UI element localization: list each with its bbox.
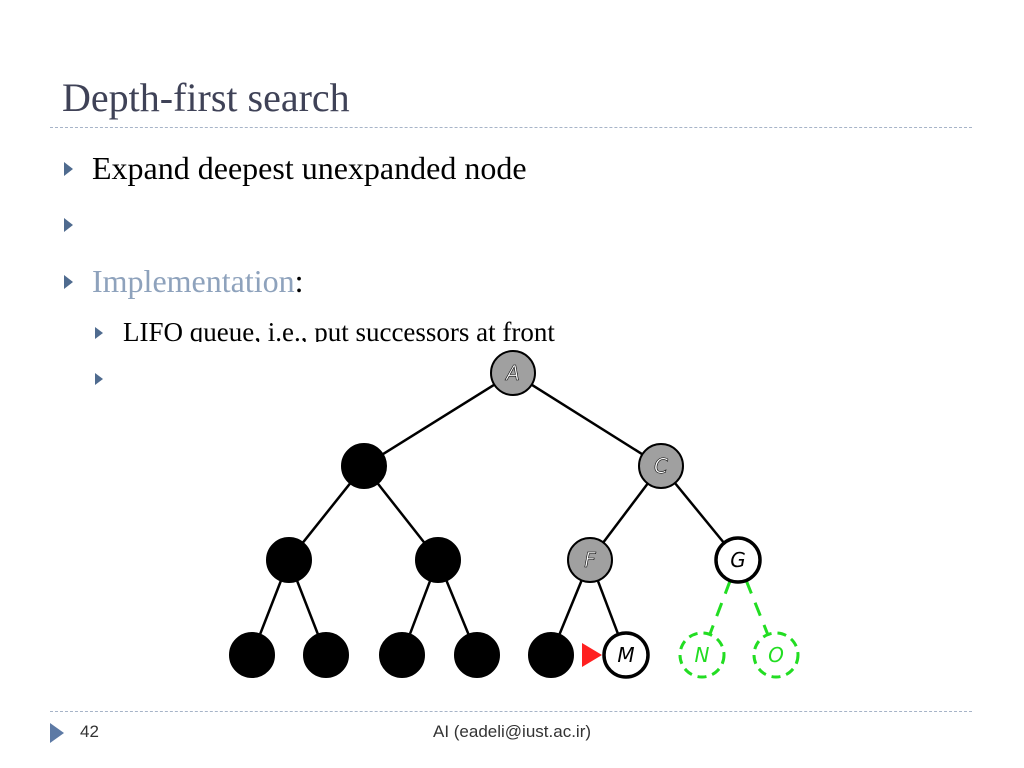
bullet-arrow-icon — [64, 275, 73, 289]
tree-node-label-A: A — [504, 361, 520, 385]
tree-node-H — [229, 632, 275, 678]
tree-cover-strip — [120, 342, 860, 352]
tree-edge-D-I — [295, 580, 320, 635]
tree-node-label-C: C — [654, 454, 668, 478]
tree-node-M — [602, 631, 650, 679]
current-node-pointer-icon — [582, 643, 602, 667]
tree-node-label-M: M — [617, 643, 634, 667]
tree-node-label-G: G — [730, 548, 746, 572]
title-divider — [50, 127, 972, 128]
footer-arrow-icon — [50, 723, 64, 743]
tree-node-D — [266, 537, 312, 583]
tree-node-E — [415, 537, 461, 583]
tree-node-F — [567, 537, 613, 583]
tree-edge-G-N — [708, 580, 732, 635]
tree-node-O — [752, 631, 800, 679]
tree-node-I — [303, 632, 349, 678]
tree-node-N — [678, 631, 726, 679]
sub-bullet-arrow-icon — [95, 373, 103, 385]
footer-text: AI (eadeli@iust.ac.ir) — [432, 722, 592, 741]
tree-node-K — [454, 632, 500, 678]
tree-node-label-F: F — [584, 548, 596, 572]
tree-node-label-N: N — [695, 643, 710, 667]
tree-edge-D-H — [258, 580, 283, 635]
tree-edge-A-C — [530, 383, 644, 456]
page-number: 42 — [80, 722, 99, 741]
bullet-implementation: Implementation: — [92, 261, 304, 301]
bullet-expand-deepest: Expand deepest unexpanded node — [92, 150, 527, 186]
tree-edge-C-G — [673, 482, 726, 544]
tree-node-label-O: O — [768, 643, 784, 667]
implementation-link[interactable]: Implementation — [92, 263, 295, 299]
footer-divider — [50, 711, 972, 712]
tree-edge-A-B — [382, 383, 495, 456]
tree-edge-B-E — [376, 482, 426, 544]
tree-node-B — [341, 443, 387, 489]
tree-node-J — [379, 632, 425, 678]
slide-title: Depth-first search — [62, 75, 350, 120]
tree-edge-E-J — [408, 580, 432, 635]
tree-edge-C-F — [602, 482, 649, 544]
tree-edge-F-M — [596, 580, 620, 635]
tree-node-L — [528, 632, 574, 678]
sub-bullet-arrow-icon — [95, 327, 103, 339]
tree-edge-F-L — [558, 579, 583, 636]
tree-node-A — [490, 350, 536, 396]
tree-edge-E-K — [445, 579, 470, 636]
tree-node-C — [638, 443, 684, 489]
implementation-colon: : — [294, 263, 304, 299]
tree-node-G — [714, 536, 762, 584]
bullet-arrow-icon — [64, 162, 73, 176]
tree-edge-G-O — [744, 579, 770, 636]
bullet-arrow-icon — [64, 218, 73, 232]
tree-edge-B-D — [301, 482, 352, 544]
